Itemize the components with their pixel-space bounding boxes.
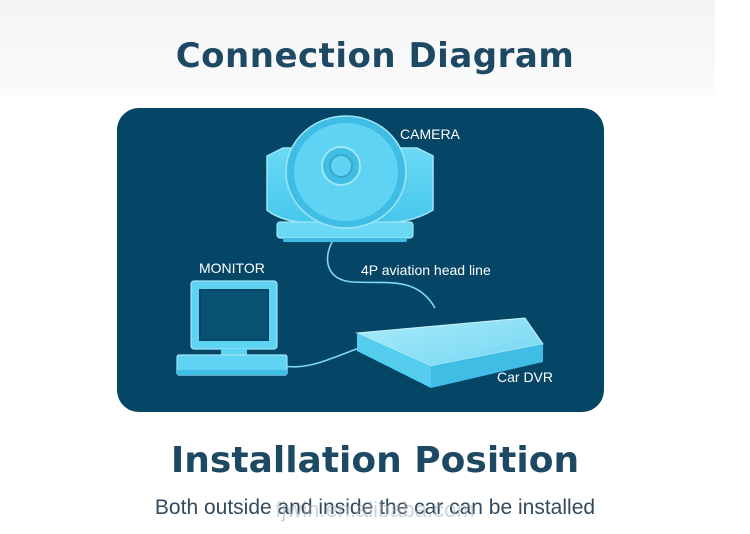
car-dvr-device [355, 317, 544, 388]
camera-label: CAMERA [400, 126, 460, 142]
connection-diagram: CAMERA MONITOR 4P aviation head line Car… [117, 108, 604, 412]
header-band [0, 0, 715, 96]
monitor-device [176, 280, 288, 376]
cable-label: 4P aviation head line [361, 262, 491, 278]
installation-caption: Both outside and inside the car can be i… [154, 496, 596, 519]
dvr-label: Car DVR [497, 369, 554, 385]
camera-device [266, 115, 434, 242]
monitor-label: MONITOR [199, 260, 265, 276]
cable-camera-to-dvr [326, 239, 436, 309]
cable-monitor-to-dvr [282, 347, 360, 368]
diagram-graphic [176, 115, 544, 388]
section-title: Installation Position [170, 440, 580, 481]
page-title: Connection Diagram [175, 36, 575, 76]
